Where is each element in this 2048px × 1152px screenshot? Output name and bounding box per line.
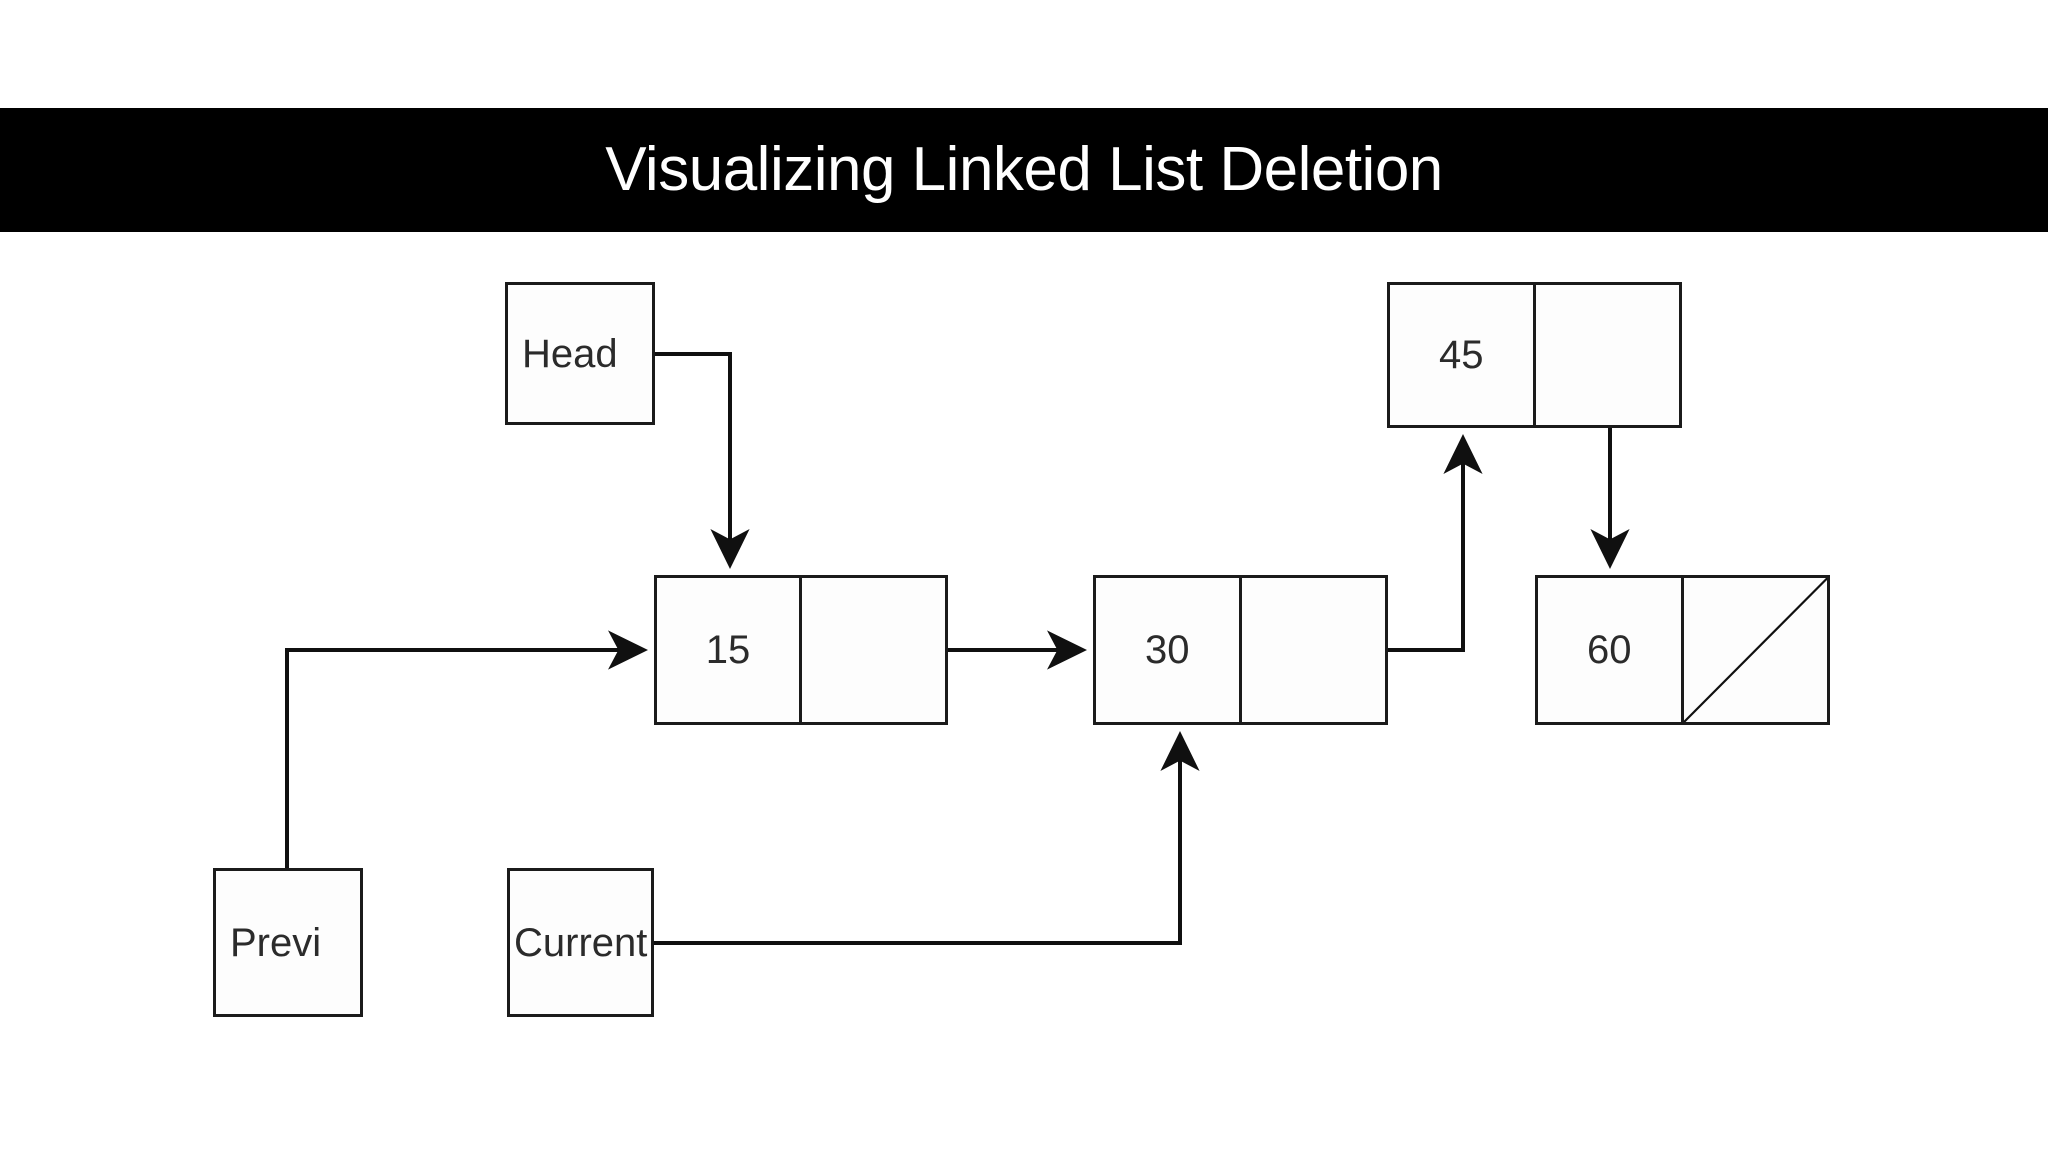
pointer-label-head: Head — [522, 331, 618, 376]
node-next-cell — [1684, 578, 1827, 722]
node-data-cell: 60 — [1538, 578, 1684, 722]
null-pointer-slash-icon — [1684, 578, 1827, 722]
edge-prev-to-node15 — [285, 630, 648, 868]
pointer-label-prev: Previ — [230, 920, 322, 965]
node-value: 30 — [1145, 628, 1190, 672]
pointer-box-prev[interactable]: Previ — [213, 868, 363, 1017]
node-value: 45 — [1439, 333, 1484, 377]
node-data-cell: 45 — [1390, 285, 1536, 425]
node-data-cell: 15 — [657, 578, 803, 722]
node-next-cell — [1242, 578, 1385, 722]
linked-list-diagram: Head Previ Current 15 30 45 — [0, 232, 2048, 1152]
page-title: Visualizing Linked List Deletion — [605, 135, 1443, 204]
list-node-45[interactable]: 45 — [1387, 282, 1682, 428]
list-node-15[interactable]: 15 — [654, 575, 948, 725]
node-next-cell — [802, 578, 945, 722]
pointer-label-current: Current — [514, 920, 648, 965]
node-next-cell — [1536, 285, 1679, 425]
edge-head-to-node15 — [655, 352, 750, 569]
node-data-cell: 30 — [1096, 578, 1242, 722]
edge-current-to-node30 — [654, 731, 1200, 945]
list-node-30[interactable]: 30 — [1093, 575, 1388, 725]
node-value: 15 — [705, 628, 751, 672]
list-node-60[interactable]: 60 — [1535, 575, 1830, 725]
edge-node30-to-node45 — [1388, 434, 1483, 652]
pointer-box-current[interactable]: Current — [507, 868, 654, 1017]
pointer-box-head[interactable]: Head — [505, 282, 655, 425]
node-value: 60 — [1587, 628, 1632, 672]
title-banner: Visualizing Linked List Deletion — [0, 108, 2048, 232]
